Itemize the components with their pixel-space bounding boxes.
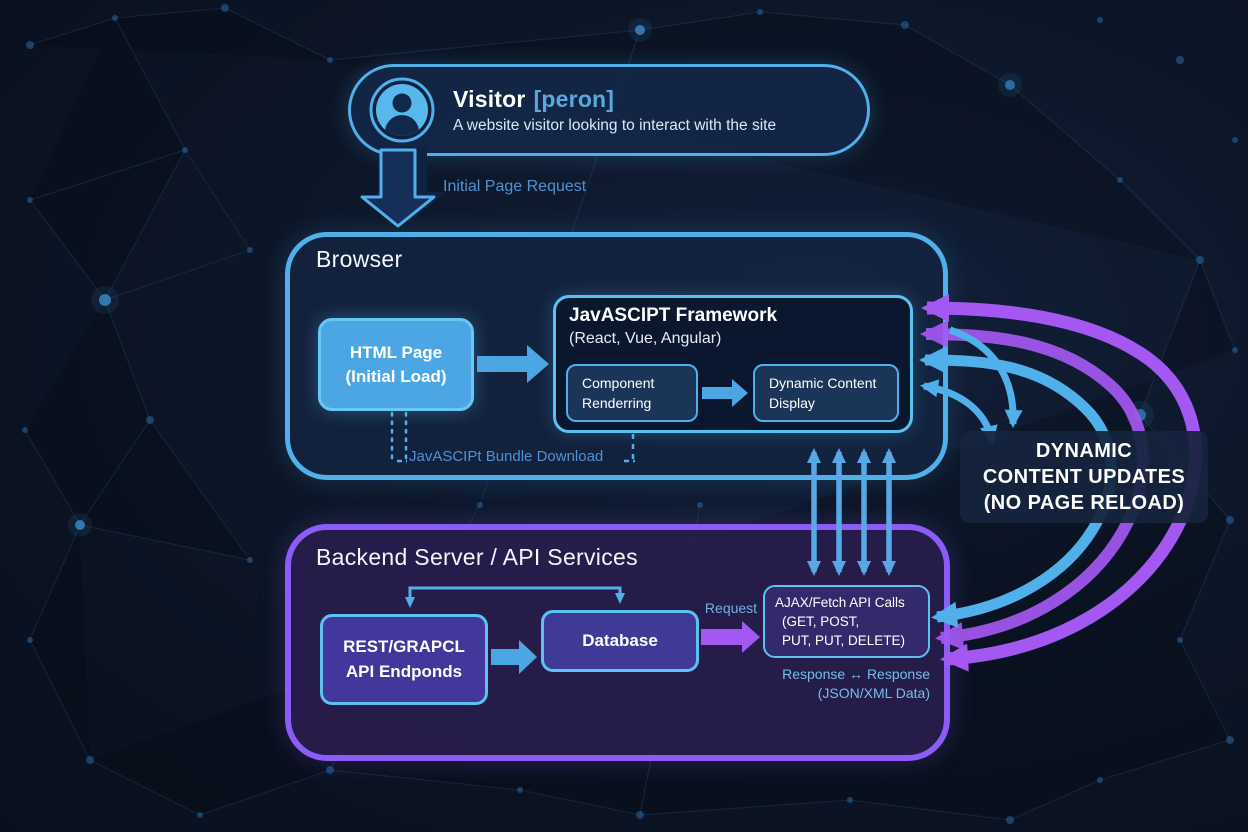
visitor-title-main: Visitor — [453, 85, 526, 112]
request-label: Request — [704, 600, 758, 616]
updates-line1: DYNAMIC — [1035, 440, 1133, 462]
rest-api-line2: API Endponds — [345, 661, 463, 681]
visitor-subtitle: A website visitor looking to interact wi… — [453, 116, 777, 134]
visitor-title: Visitor [peron] — [453, 86, 776, 113]
dynamic-content-updates-label: DYNAMIC CONTENT UPDATES (NO PAGE RELOAD) — [960, 431, 1208, 523]
rest-api-node: REST/GRAPCL API Endponds — [320, 614, 488, 705]
component-rendering-line1: Component — [582, 374, 655, 391]
html-page-line1: HTML Page — [349, 342, 443, 362]
initial-request-arrow-body — [360, 148, 436, 228]
component-rendering-line2: Renderring — [582, 395, 652, 411]
visitor-text: Visitor [peron] A website visitor looking… — [453, 86, 776, 135]
visitor-title-bracket: [peron] — [533, 85, 615, 112]
dynamic-display-node: Dynamic Content Display — [753, 364, 899, 422]
visitor-avatar-icon — [369, 77, 435, 143]
ajax-line3: PUT, PUT, DELETE) — [782, 633, 906, 649]
bundle-download-label: JavASCIPt Bundle Download — [409, 448, 604, 465]
js-framework-subtitle: (React, Vue, Angular) — [569, 330, 722, 347]
ajax-line1: AJAX/Fetch API Calls — [775, 594, 905, 610]
response-data-line: (JSON/XML Data) — [817, 684, 930, 701]
html-page-line2: (Initial Load) — [345, 366, 447, 386]
initial-page-request-label: Initial Page Request — [443, 178, 587, 195]
ajax-line2: (GET, POST, — [782, 613, 860, 629]
database-label: Database — [582, 631, 658, 650]
dynamic-display-line2: Display — [769, 395, 815, 411]
response-line: Response ↔ Response — [782, 666, 930, 682]
response-labels: Response ↔ Response (JSON/XML Data) — [756, 665, 930, 703]
browser-title: Browser — [316, 246, 403, 272]
ajax-fetch-node: AJAX/Fetch API Calls (GET, POST, PUT, PU… — [763, 585, 930, 658]
updates-line2: CONTENT UPDATES — [982, 466, 1186, 488]
js-framework-title: JavASCIPT Framework — [569, 305, 778, 326]
initial-request-arrow-shadow — [374, 146, 446, 221]
rest-api-line1: REST/GRAPCL — [343, 636, 465, 656]
initial-request-arrow — [360, 146, 446, 228]
component-rendering-node: Component Renderring — [566, 364, 698, 422]
html-page-node: HTML Page (Initial Load) — [318, 318, 474, 411]
cyan-arc-to-label-2 — [948, 326, 1023, 428]
updates-line3: (NO PAGE RELOAD) — [983, 492, 1185, 514]
dynamic-display-line1: Dynamic Content — [769, 374, 877, 391]
database-node: Database — [541, 610, 699, 672]
visitor-node: Visitor [peron] A website visitor looking… — [348, 64, 870, 156]
backend-title: Backend Server / API Services — [316, 544, 638, 570]
